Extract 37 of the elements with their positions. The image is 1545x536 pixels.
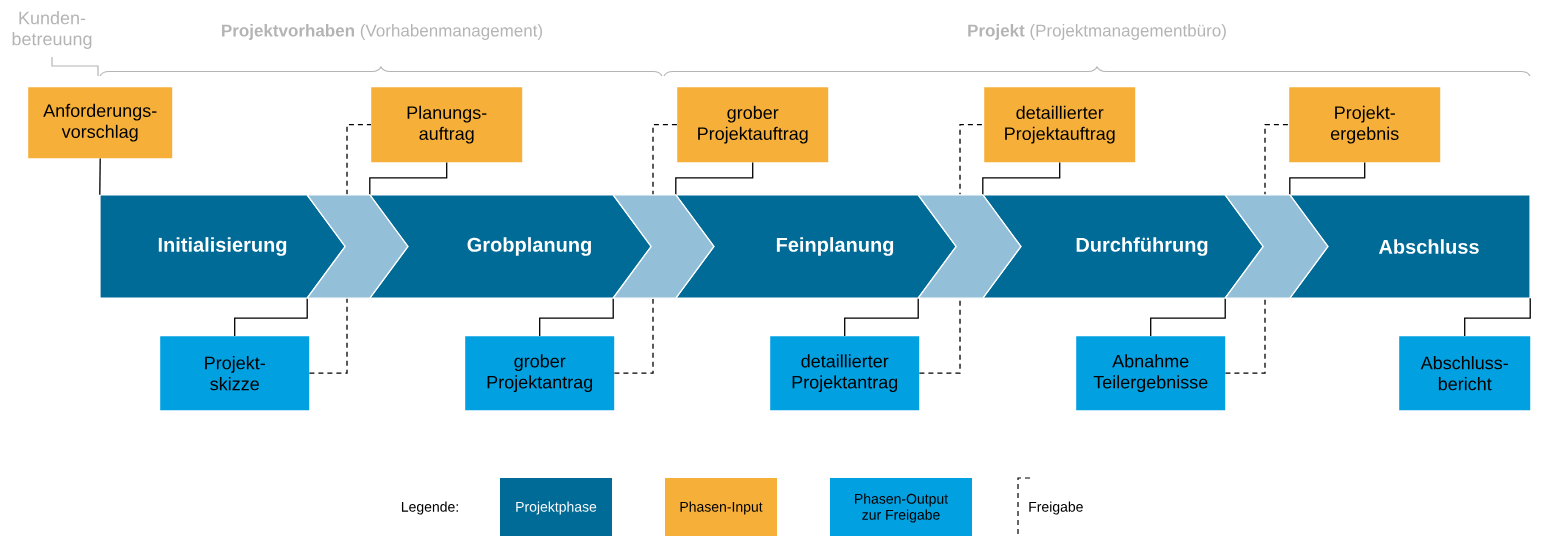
phase-step: Grobplanung bbox=[368, 194, 652, 299]
legend-label: Phasen-Input bbox=[680, 501, 763, 515]
output-box: Abschluss- bericht bbox=[1399, 336, 1531, 411]
output-box: Projekt- skizze bbox=[160, 336, 310, 411]
legend-label: Projektphase bbox=[516, 501, 597, 515]
input-box: detaillierter Projektauftrag bbox=[984, 87, 1136, 163]
connector-line bbox=[234, 297, 308, 337]
connector-line bbox=[1464, 297, 1531, 337]
legend-label: Freigabe bbox=[1029, 501, 1083, 515]
connector-line bbox=[844, 297, 919, 337]
connector-line bbox=[1289, 161, 1366, 196]
connector-line bbox=[675, 161, 754, 196]
output-box: grober Projektantrag bbox=[465, 336, 615, 411]
chevron-arrow bbox=[612, 194, 715, 299]
legend-label: Phasen-Output zur Freigabe bbox=[855, 493, 948, 523]
side-label: Kunden- betreuung bbox=[12, 11, 92, 49]
input-box: Anforderungs- vorschlag bbox=[28, 87, 173, 159]
input-box: Projekt- ergebnis bbox=[1289, 87, 1441, 163]
phase-step: Initialisierung bbox=[99, 194, 346, 299]
connector-line bbox=[1150, 297, 1226, 337]
output-box: detaillierter Projektantrag bbox=[770, 336, 920, 411]
bracket-label: Projektvorhaben (Vorhabenmanagement) bbox=[222, 24, 543, 40]
input-box: grober Projektauftrag bbox=[677, 87, 829, 163]
bracket-label: Projekt (Projektmanagementbüro) bbox=[968, 24, 1226, 40]
output-box: Abnahme Teilergebnisse bbox=[1076, 336, 1226, 411]
phase-step: Abschluss bbox=[1288, 194, 1531, 299]
connector-line bbox=[99, 157, 101, 196]
phase-step: Durchführung bbox=[981, 194, 1264, 299]
connector-line bbox=[539, 297, 614, 337]
chevron-arrow bbox=[917, 194, 1022, 299]
connector-line bbox=[369, 161, 448, 196]
chevron-arrow bbox=[306, 194, 409, 299]
legend-title: Legende: bbox=[401, 501, 458, 515]
input-box: Planungs- auftrag bbox=[371, 87, 523, 163]
chevron-arrow bbox=[1224, 194, 1329, 299]
phase-step: Feinplanung bbox=[674, 194, 957, 299]
connector-line bbox=[982, 161, 1061, 196]
